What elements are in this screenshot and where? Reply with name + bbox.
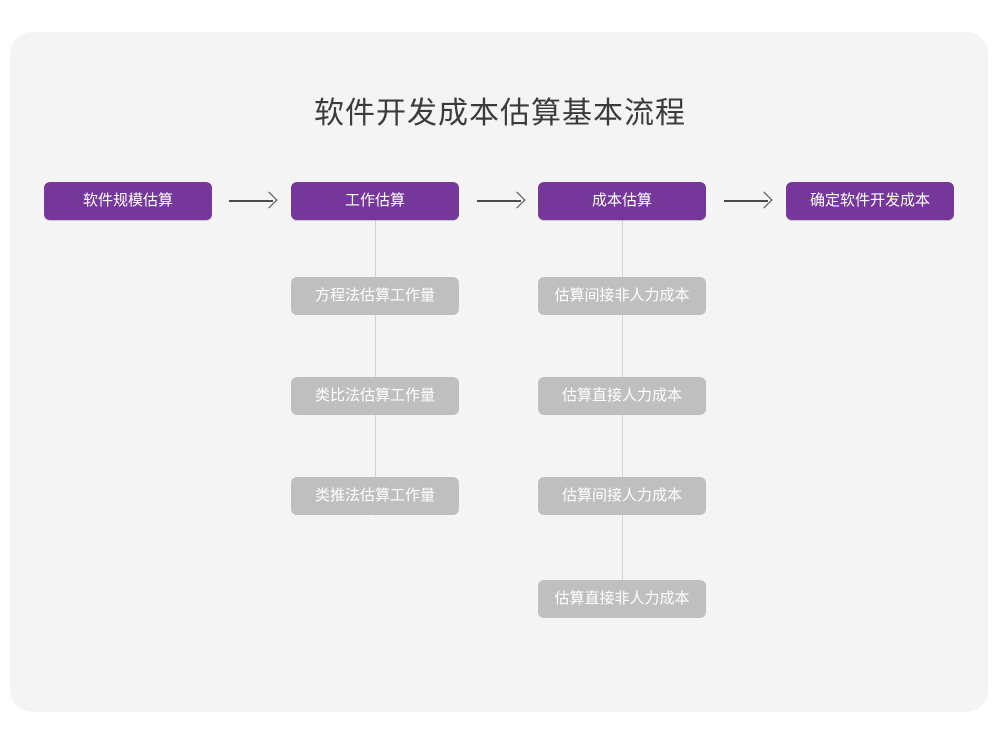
stage-node-cost-estimation[interactable]: 成本估算 (538, 182, 706, 220)
diagram-canvas (10, 32, 988, 712)
connector-line-work (375, 212, 376, 516)
stage-node-determine-development-cost[interactable]: 确定软件开发成本 (786, 182, 954, 220)
sub-node-cost-2[interactable]: 估算直接人力成本 (538, 377, 706, 415)
sub-node-work-1[interactable]: 方程法估算工作量 (291, 277, 459, 315)
arrow-1 (229, 189, 278, 213)
sub-node-work-2[interactable]: 类比法估算工作量 (291, 377, 459, 415)
sub-node-work-3[interactable]: 类推法估算工作量 (291, 477, 459, 515)
sub-node-cost-4[interactable]: 估算直接非人力成本 (538, 580, 706, 618)
stage-node-software-scale-estimation[interactable]: 软件规模估算 (44, 182, 212, 220)
arrow-3 (724, 189, 773, 213)
sub-node-cost-3[interactable]: 估算间接人力成本 (538, 477, 706, 515)
page-title: 软件开发成本估算基本流程 (314, 97, 686, 130)
stage-node-work-estimation[interactable]: 工作估算 (291, 182, 459, 220)
connector-line-cost (622, 212, 623, 618)
arrow-right-icon (724, 200, 768, 202)
arrow-head-icon (508, 191, 526, 209)
arrow-head-icon (755, 191, 773, 209)
arrow-right-icon (229, 200, 273, 202)
arrow-2 (477, 189, 526, 213)
arrow-right-icon (477, 200, 521, 202)
arrow-head-icon (260, 191, 278, 209)
sub-node-cost-1[interactable]: 估算间接非人力成本 (538, 277, 706, 315)
